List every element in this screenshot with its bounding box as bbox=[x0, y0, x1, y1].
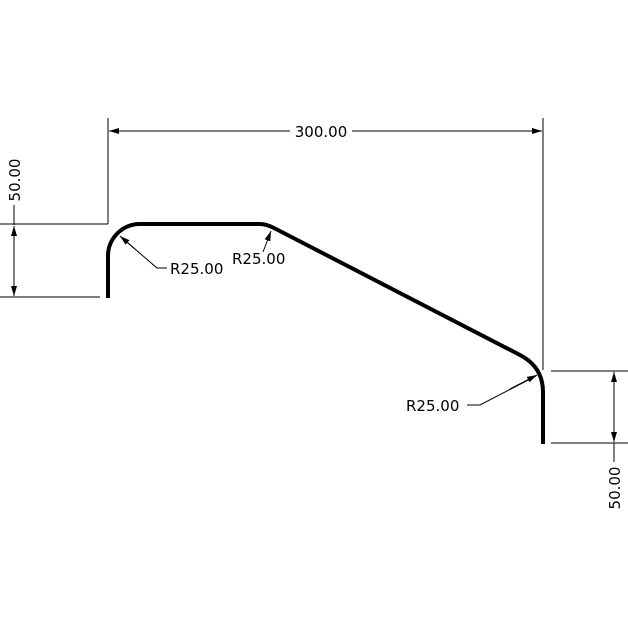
radius-label-bottom-right: R25.00 bbox=[406, 397, 459, 415]
radius-leader-bottom-right bbox=[467, 374, 538, 406]
overall-width-dimension bbox=[107, 118, 544, 370]
part-profile bbox=[106, 222, 545, 444]
left-flange-dimension bbox=[0, 205, 108, 298]
left-flange-height-label: 50.00 bbox=[6, 159, 24, 202]
radius-leader-top-right bbox=[262, 230, 272, 253]
radius-label-top-left: R25.00 bbox=[170, 260, 223, 278]
right-flange-height-label: 50.00 bbox=[606, 467, 624, 510]
overall-width-label: 300.00 bbox=[295, 123, 348, 141]
radius-label-top-right: R25.00 bbox=[232, 250, 285, 268]
radius-leader-top-left bbox=[119, 235, 167, 269]
right-flange-dimension bbox=[551, 370, 628, 462]
